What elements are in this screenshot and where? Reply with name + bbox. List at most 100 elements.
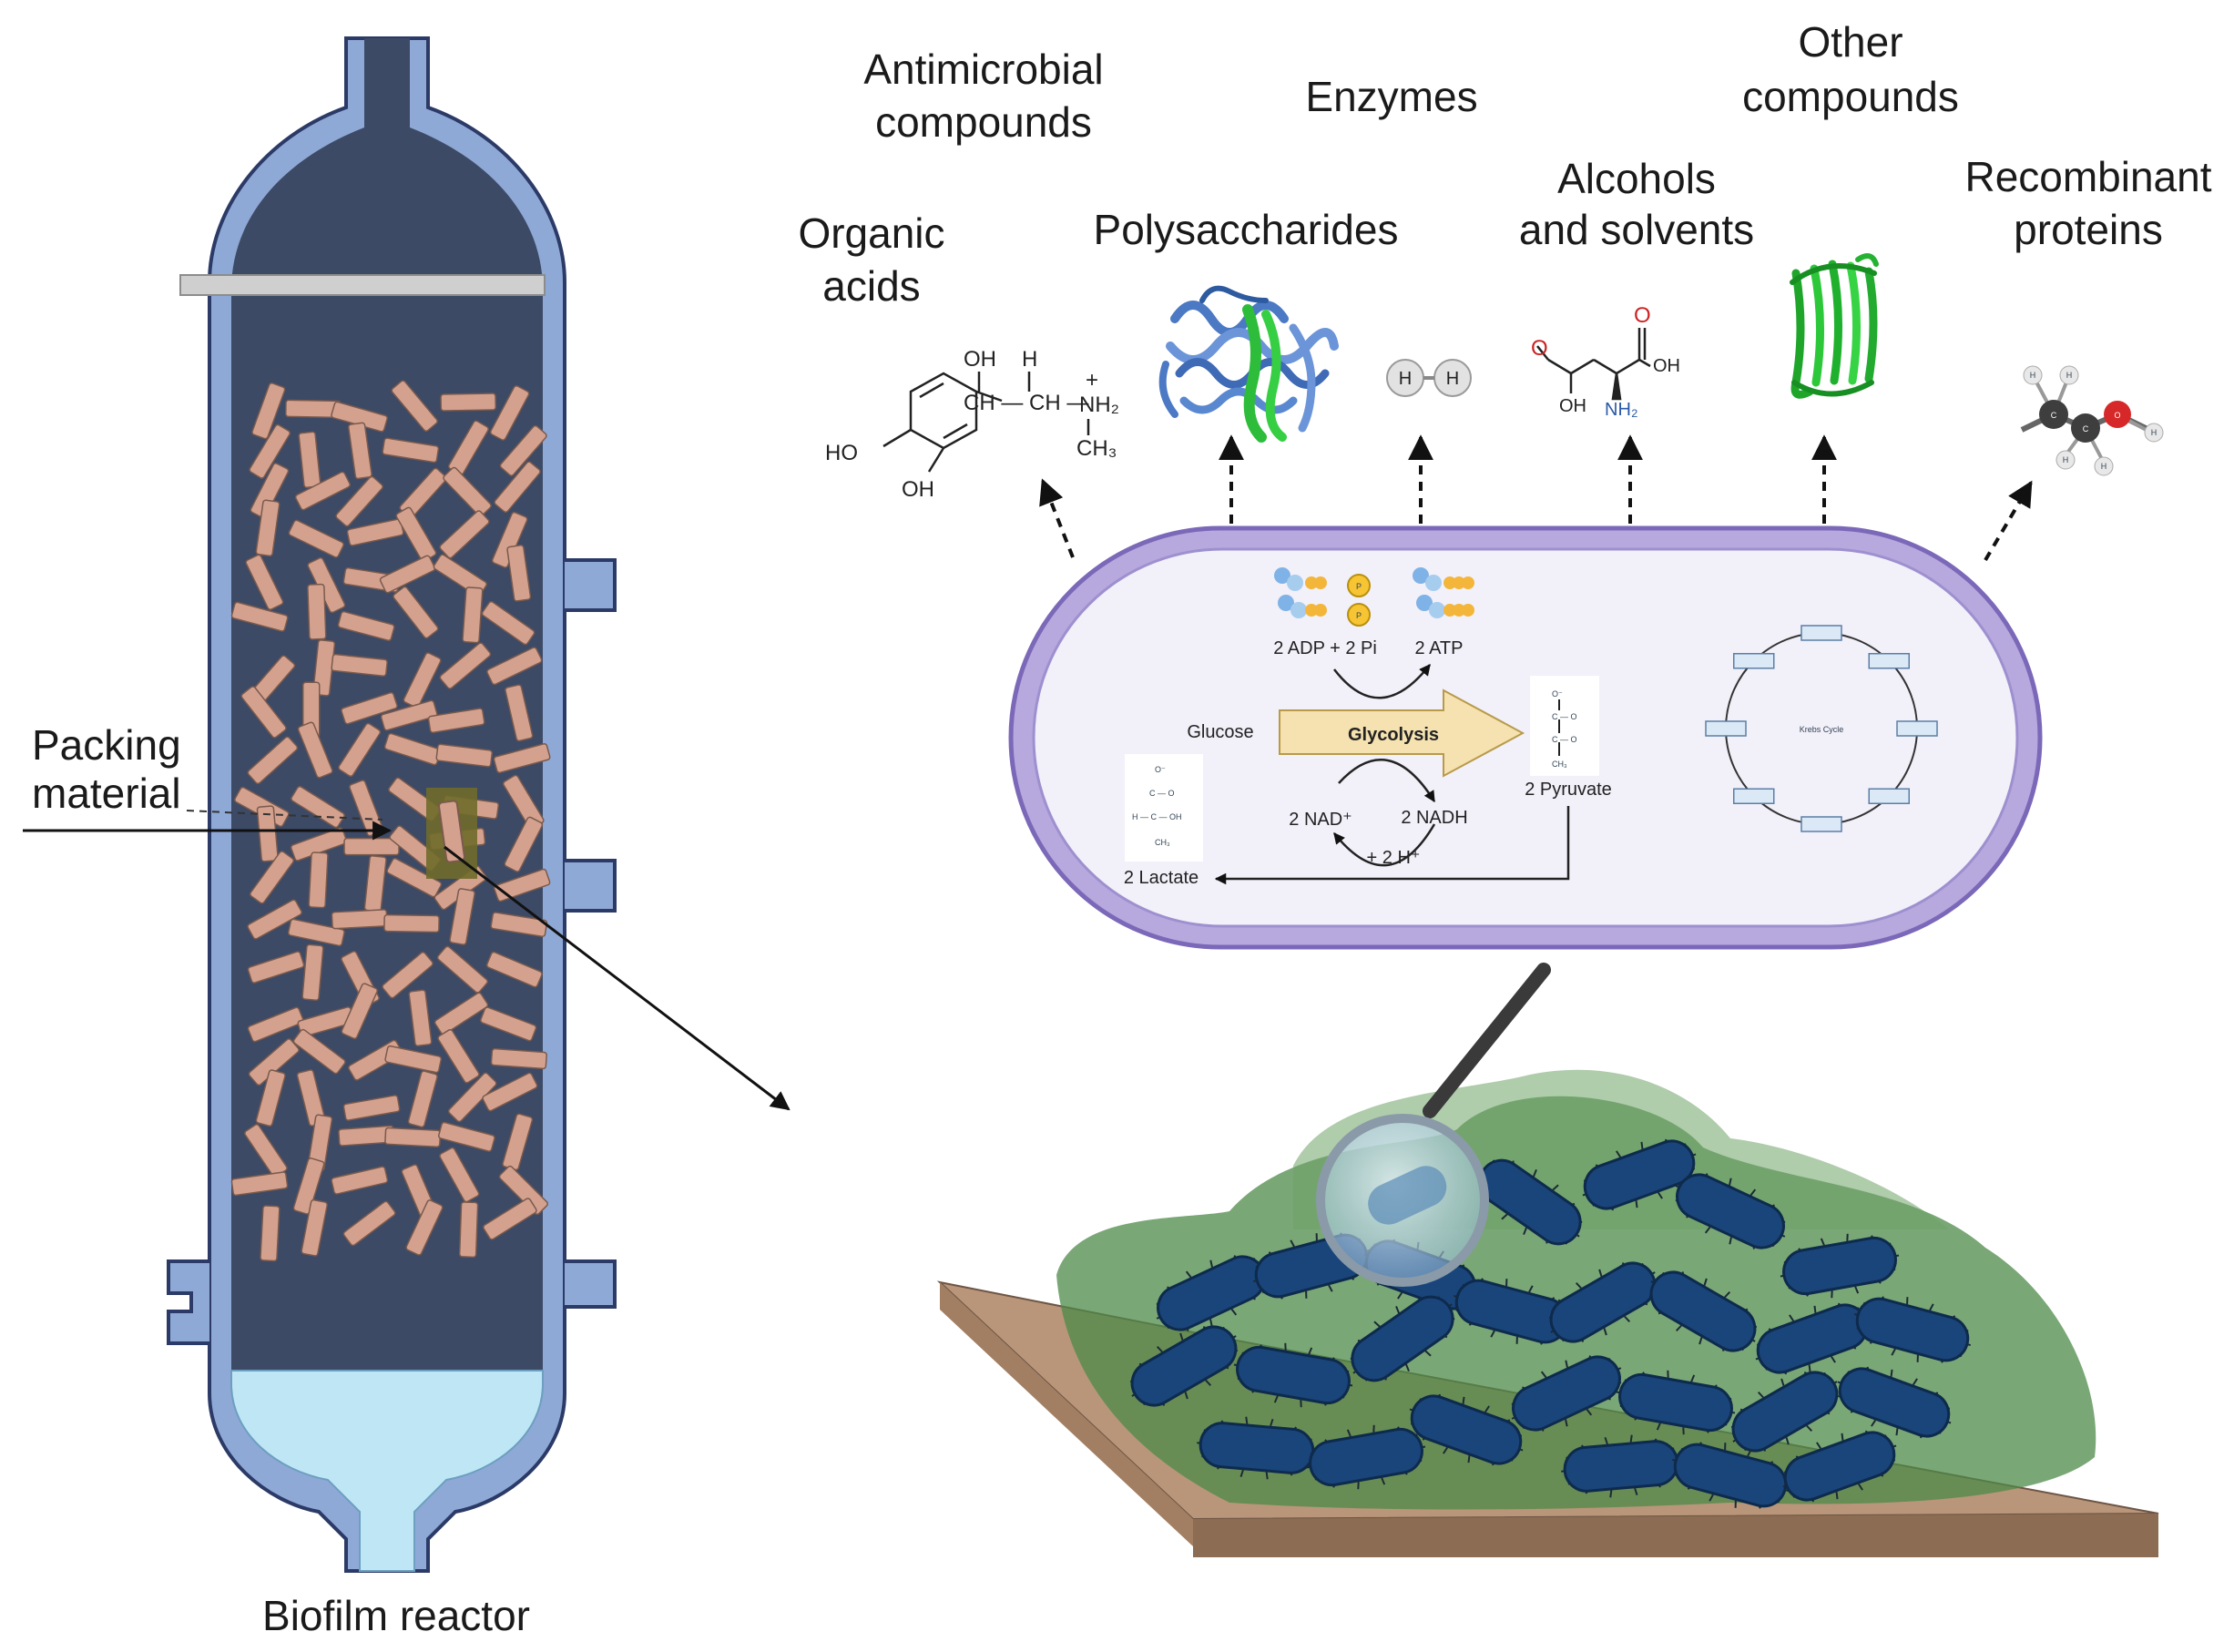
label-recombinant-line1: Recombinant [1964, 153, 2211, 200]
packing-piece [499, 424, 547, 476]
catechol-oh-bottom: OH [902, 477, 934, 502]
hydrogen-molecule [1386, 359, 1472, 397]
packing-piece [308, 851, 329, 909]
packing-piece [335, 475, 383, 527]
packing-piece [343, 837, 400, 856]
bacterium [1477, 1158, 1583, 1246]
packing-piece [230, 601, 289, 632]
packing-piece [506, 545, 532, 602]
label-antimicrobial-line1: Antimicrobial [863, 46, 1103, 93]
packing-piece [485, 951, 543, 988]
lactate-o-minus: O⁻ [1155, 765, 1166, 774]
nad-cycle-arrow-left [1333, 823, 1436, 867]
packing-piece [380, 699, 438, 731]
label-recombinant-line2: proteins [2014, 206, 2163, 253]
packing-piece [440, 393, 496, 412]
aspartate-oh-right: OH [1653, 356, 1680, 376]
reactor-nozzles [167, 558, 617, 1345]
hydrogen-atom-right: H [1446, 369, 1459, 389]
phosphate-icon [1347, 574, 1371, 627]
packing-piece [255, 1069, 286, 1127]
packing-piece [338, 722, 382, 778]
packing-material-label-line2: material [32, 770, 181, 817]
bacterium [1409, 1393, 1524, 1466]
pyruvate-c1: C — O [1552, 712, 1577, 721]
catechol-chain: CH — CH — [964, 391, 1088, 415]
ethanol-c2: C [2083, 424, 2089, 433]
atp-icon [1413, 567, 1474, 618]
bacterium [1671, 1442, 1790, 1509]
reactor-top-grid [179, 274, 546, 296]
krebs-intermediate-box [1868, 788, 1910, 804]
packing-piece [498, 1165, 548, 1216]
reactor-title: Biofilm reactor [262, 1592, 530, 1639]
catechol-oh-top: OH [964, 347, 996, 372]
aspartate-molecule [1536, 328, 1651, 401]
packing-piece [439, 1147, 480, 1203]
pyruvate-label: 2 Pyruvate [1525, 780, 1612, 800]
packing-piece [247, 736, 299, 785]
packing-piece [250, 463, 290, 519]
packing-piece [427, 708, 485, 734]
packing-piece [481, 600, 536, 646]
packing-piece [292, 1157, 325, 1215]
ethanol-h5: H [2151, 428, 2157, 437]
packing-piece [337, 610, 395, 641]
packing-material-label-line1: Packing [32, 721, 181, 769]
packing-piece [386, 857, 443, 898]
packing-piece [443, 466, 492, 517]
ethanol-h2: H [2066, 371, 2073, 380]
bacterium [1561, 1434, 1681, 1498]
bacterium [1549, 1261, 1657, 1343]
nad-cycle-arrow-right [1338, 759, 1436, 803]
phosphate-label-1: P [1356, 582, 1362, 591]
label-organic-line1: Organic [798, 209, 944, 257]
packing-piece [331, 653, 388, 677]
krebs-intermediate-box [1733, 653, 1775, 669]
packing-piece [505, 684, 534, 742]
adp-icon [1274, 567, 1327, 618]
glucose-label: Glucose [1187, 722, 1253, 742]
packing-piece [301, 943, 324, 1001]
bacterial-cell [1008, 525, 2043, 950]
krebs-intermediate-box [1733, 788, 1775, 804]
packing-piece [439, 510, 490, 559]
protons-label: + 2 H⁺ [1367, 848, 1421, 868]
packing-piece [436, 945, 488, 994]
pyruvate-o-minus: O⁻ [1552, 689, 1563, 699]
atp-synthesis-arrow [1333, 664, 1431, 699]
packing-piece [247, 1006, 304, 1043]
packing-piece [288, 519, 344, 558]
krebs-intermediate-box [1800, 816, 1842, 832]
product-labels: Antimicrobial compounds Enzymes Other co… [798, 18, 2211, 310]
packing-piece [331, 1166, 389, 1195]
packing-piece [384, 1045, 443, 1074]
catecholamine-molecule [882, 372, 1003, 473]
packing-piece [486, 647, 543, 686]
packing-piece [341, 983, 378, 1040]
krebs-intermediate-box [1705, 720, 1747, 737]
packing-piece [256, 805, 279, 862]
packing-piece [493, 868, 551, 902]
phosphate-label-2: P [1356, 611, 1362, 620]
packing-piece [458, 1201, 479, 1259]
ethanol-o: O [2114, 411, 2120, 420]
packing-piece [493, 743, 551, 774]
pyruvate-structure-box [1530, 676, 1599, 776]
protein-ribbon-structure [1158, 285, 1339, 443]
biofilm-scene [936, 1069, 2159, 1557]
bacterium [1350, 1295, 1455, 1382]
packing-piece [480, 1006, 537, 1042]
packing-piece [439, 642, 492, 689]
packing-piece [250, 851, 295, 904]
label-other-line2: compounds [1742, 73, 1959, 120]
packing-piece [255, 499, 281, 557]
packing-piece [287, 918, 345, 947]
glycolysis-arrow [1279, 688, 1525, 778]
packing-piece [331, 909, 388, 930]
packing-piece [249, 423, 291, 479]
packing-piece [405, 1199, 444, 1256]
packing-piece [347, 422, 372, 480]
bacteria-cluster [1130, 1138, 1972, 1509]
